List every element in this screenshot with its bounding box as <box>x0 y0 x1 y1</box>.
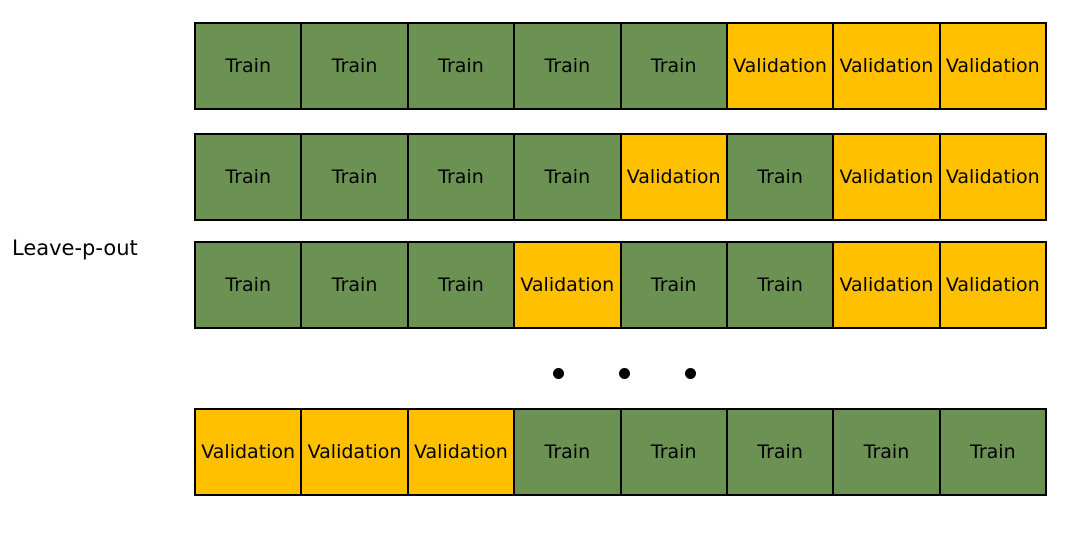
fold-cell-validation: Validation <box>834 135 941 219</box>
fold-cell-train: Train <box>408 135 516 219</box>
fold-row: Validation Validation Validation Train T… <box>194 408 1047 496</box>
fold-cell-train: Train <box>515 24 622 108</box>
fold-cell-train: Train <box>834 410 941 494</box>
fold-cell-train: Train <box>302 135 409 219</box>
fold-cell-validation: Validation <box>834 24 941 108</box>
ellipsis-dots <box>548 364 704 386</box>
fold-cell-train: Train <box>621 410 728 494</box>
fold-cell-train: Train <box>727 410 835 494</box>
fold-cell-validation: Validation <box>940 135 1045 219</box>
fold-cell-train: Train <box>408 24 516 108</box>
fold-row: Train Train Train Validation Train Train… <box>194 241 1047 329</box>
ellipsis-dot-icon <box>619 368 630 379</box>
fold-cell-train: Train <box>727 243 835 327</box>
fold-cell-train: Train <box>515 135 622 219</box>
fold-cell-train: Train <box>408 243 516 327</box>
fold-cell-train: Train <box>940 410 1045 494</box>
fold-cell-train: Train <box>196 243 303 327</box>
fold-cell-validation: Validation <box>196 410 303 494</box>
fold-cell-validation: Validation <box>302 410 409 494</box>
fold-cell-train: Train <box>621 24 728 108</box>
fold-cell-train: Train <box>515 410 622 494</box>
fold-cell-train: Train <box>196 24 303 108</box>
fold-cell-train: Train <box>621 243 728 327</box>
fold-cell-validation: Validation <box>621 135 728 219</box>
method-label: Leave-p-out <box>12 236 138 260</box>
fold-cell-validation: Validation <box>515 243 622 327</box>
fold-row: Train Train Train Train Validation Train… <box>194 133 1047 221</box>
ellipsis-dot-icon <box>553 368 564 379</box>
fold-cell-validation: Validation <box>834 243 941 327</box>
fold-cell-validation: Validation <box>727 24 835 108</box>
fold-cell-train: Train <box>302 243 409 327</box>
fold-cell-validation: Validation <box>408 410 516 494</box>
fold-cell-validation: Validation <box>940 243 1045 327</box>
fold-cell-train: Train <box>727 135 835 219</box>
ellipsis-dot-icon <box>685 368 696 379</box>
fold-cell-validation: Validation <box>940 24 1045 108</box>
fold-row: Train Train Train Train Train Validation… <box>194 22 1047 110</box>
fold-cell-train: Train <box>302 24 409 108</box>
fold-cell-train: Train <box>196 135 303 219</box>
